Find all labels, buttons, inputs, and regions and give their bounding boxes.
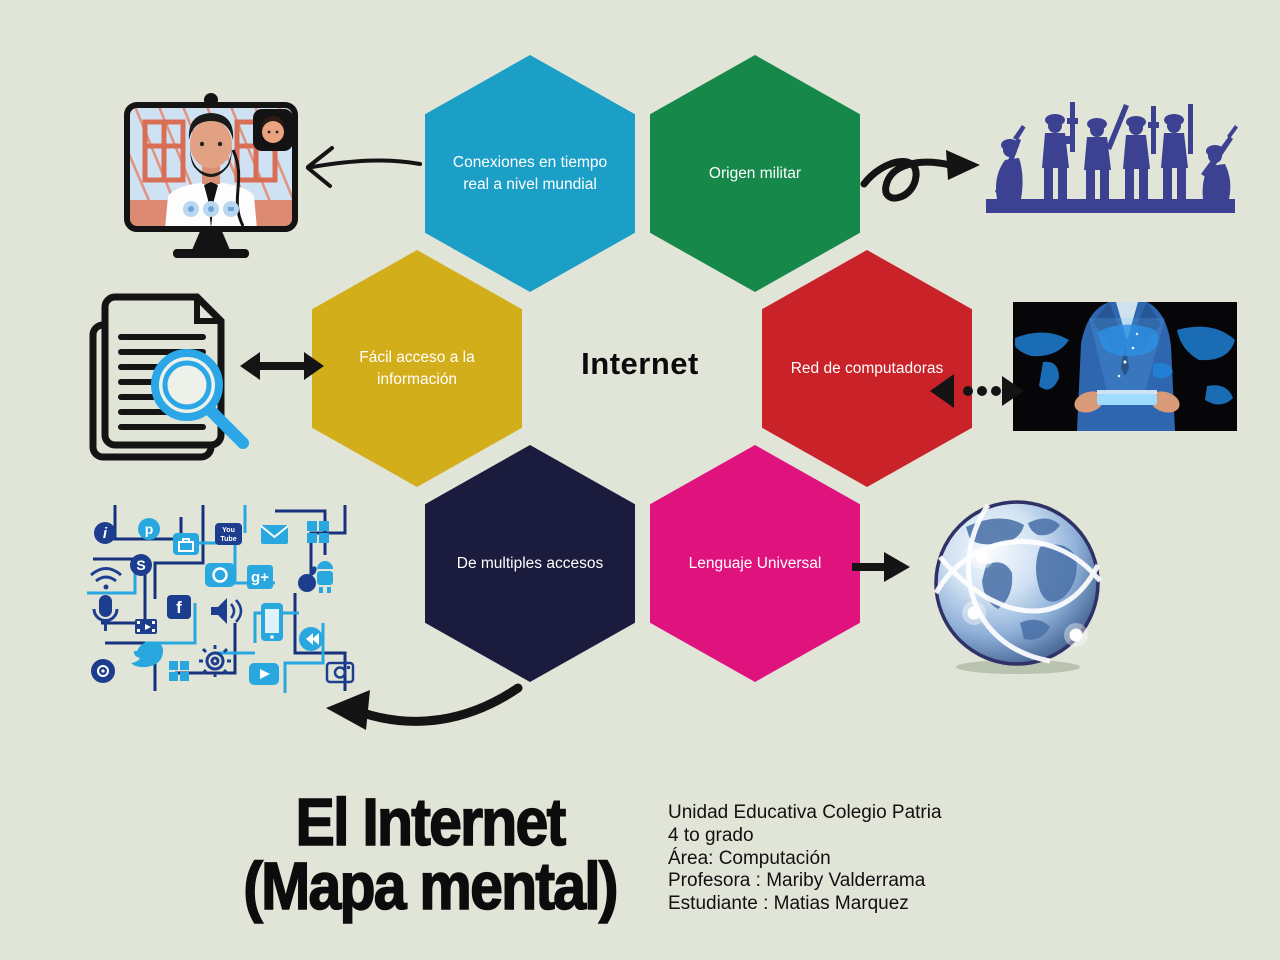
window-left — [142, 119, 186, 183]
hexagon-facil-acceso: Fácil acceso a la información — [312, 250, 522, 487]
android-icon — [317, 561, 333, 593]
play-icon — [249, 663, 279, 685]
hexagon-lenguaje-universal: Lenguaje Universal — [650, 445, 860, 682]
soldier-standing-3 — [1123, 106, 1159, 199]
hexagon-label-origen-militar: Origen militar — [708, 164, 802, 182]
info-icon: i — [94, 522, 116, 544]
hexagon-conexiones: Conexiones en tiempo real a nivel mundia… — [425, 55, 635, 292]
google-plus-icon: g+ — [247, 565, 273, 589]
info-student: Estudiante : Matias Marquez — [668, 893, 909, 915]
svg-text:f: f — [176, 598, 182, 617]
magnifier-icon — [151, 349, 249, 449]
podcast-icon — [91, 659, 115, 683]
svg-text:Tube: Tube — [220, 536, 236, 543]
dotted-double-arrow-photo — [930, 374, 1024, 408]
main-title-line1: El Internet — [295, 785, 567, 860]
globe-continents — [966, 518, 1077, 640]
loop-arrow-to-soldiers — [860, 150, 980, 202]
info-block: Unidad Educativa Colegio Patria 4 to gra… — [668, 802, 942, 916]
hexagon-label-lenguaje-universal: Lenguaje Universal — [688, 554, 822, 572]
hexagon-label-facil-acceso: Fácil acceso a la información — [359, 348, 475, 388]
tablet-device — [1097, 390, 1157, 405]
svg-text:g+: g+ — [251, 569, 269, 586]
wifi-icon — [90, 567, 122, 590]
main-title: El Internet (Mapa mental) — [197, 785, 663, 924]
network-nodes — [962, 545, 1088, 647]
film-icon — [135, 619, 157, 634]
left-hand — [1074, 391, 1104, 413]
tablet-world-map-photo — [1013, 302, 1237, 431]
network-arcs — [933, 503, 1102, 664]
soldier-standing-1 — [1042, 102, 1078, 199]
sparkles — [1117, 332, 1139, 378]
info-teacher: Profesora : Mariby Valderrama — [668, 870, 926, 892]
gear-icon — [199, 645, 231, 677]
main-title-line2: (Mapa mental) — [243, 848, 620, 924]
document-search-illustration — [89, 293, 249, 461]
svg-text:i: i — [103, 525, 108, 542]
soldier-crouching-right — [1201, 125, 1238, 199]
briefcase-icon — [173, 533, 199, 555]
tablet-light-beam — [1089, 318, 1165, 392]
monitor-stand — [173, 229, 249, 258]
document-fold — [194, 297, 221, 324]
info-school: Unidad Educativa Colegio Patria — [668, 802, 942, 823]
svg-text:S: S — [136, 557, 145, 573]
left-arrow-to-monitor — [306, 146, 422, 188]
soldier-standing-4 — [1161, 104, 1193, 199]
camera-outline-icon — [325, 661, 355, 684]
world-map-overlay — [1015, 324, 1235, 405]
caller-woman-inset — [253, 109, 293, 151]
monitor-screen — [124, 102, 298, 232]
twitter-icon — [131, 641, 164, 668]
info-grade: 4 to grado — [668, 824, 754, 846]
hexagon-multiples-accesos: De multiples accesos — [425, 445, 635, 682]
hexagon-label-multiples-accesos: De multiples accesos — [456, 554, 604, 572]
facebook-icon: f — [167, 595, 191, 619]
phone-icon — [261, 603, 283, 641]
windows-icon — [307, 521, 329, 543]
apple-icon — [298, 566, 317, 592]
mail-icon — [260, 525, 289, 544]
video-call-monitor-illustration — [124, 93, 298, 258]
curved-arrow-to-collage — [326, 683, 523, 730]
camera-icon — [205, 563, 235, 587]
soldiers-base — [986, 199, 1235, 213]
svg-text:p: p — [145, 521, 154, 537]
hexagon-label-red-computadoras: Red de computadoras — [790, 359, 944, 377]
info-subject: Área: Computación — [668, 847, 831, 869]
microphone-icon — [92, 595, 119, 631]
soldier-standing-2 — [1084, 104, 1129, 199]
headset-cable — [231, 149, 245, 227]
svg-text:You: You — [222, 527, 235, 534]
soldier-crouching-left — [995, 125, 1026, 199]
right-hand — [1150, 391, 1180, 413]
rewind-icon — [299, 627, 323, 651]
speaker-icon — [211, 598, 243, 624]
right-arrow-to-globe — [852, 552, 910, 582]
pinterest-icon: p — [138, 518, 160, 540]
call-buttons — [183, 201, 239, 217]
windows-tile-icon — [169, 661, 189, 681]
hexagon-origen-militar: Origen militar — [650, 55, 860, 292]
hexagon-label-conexiones: Conexiones en tiempo real a nivel mundia… — [452, 153, 608, 193]
hexagon-red-computadoras: Red de computadoras — [762, 250, 972, 487]
skype-icon: S — [130, 554, 152, 576]
globe-shadow — [956, 660, 1080, 674]
globe-network-illustration — [933, 500, 1102, 674]
double-arrow-documents — [240, 352, 324, 380]
soldiers-silhouette-illustration — [986, 102, 1238, 213]
center-topic: Internet — [581, 346, 699, 381]
